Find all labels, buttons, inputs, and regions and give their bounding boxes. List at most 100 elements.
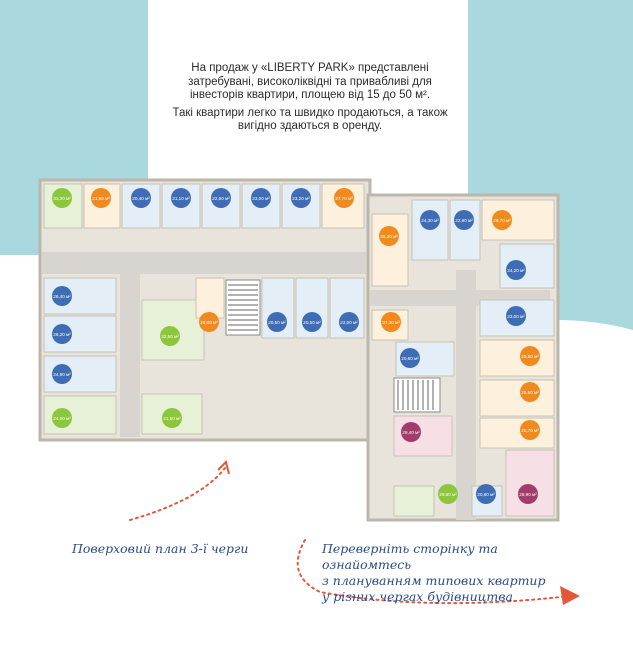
apartment-area-circle bbox=[52, 324, 72, 344]
intro-paragraph-2: Такі квартири легко та швидко продаються… bbox=[172, 106, 448, 133]
apartment-area-badge: 24,90 м² bbox=[52, 364, 72, 384]
apartment-area-circle bbox=[379, 226, 399, 246]
apartment-area-badge: 24,50 м² bbox=[52, 408, 72, 428]
apartment-area-badge: 20,60 м² bbox=[400, 348, 420, 368]
apartment-area-circle bbox=[438, 484, 458, 504]
apartment-area-label: 23,00 м² bbox=[507, 314, 525, 319]
apartment-area-badge: 36,20 м² bbox=[379, 226, 399, 246]
apartment-area-badge: 37,30 м² bbox=[381, 312, 401, 332]
staircase-right bbox=[393, 377, 441, 413]
apartment-area-label: 28,00 м² bbox=[200, 320, 218, 325]
corridor-left-vertical bbox=[120, 272, 140, 437]
apartment-area-circle bbox=[251, 188, 271, 208]
apartment-area-circle bbox=[476, 484, 496, 504]
apartment-area-circle bbox=[199, 312, 219, 332]
apartment-area-circle bbox=[334, 188, 354, 208]
rooms-right-wing bbox=[371, 199, 555, 517]
apartment-area-label: 25,50 м² bbox=[521, 390, 539, 395]
staircase-left bbox=[225, 279, 261, 336]
apartment-area-badge: 29,40 м² bbox=[401, 422, 421, 442]
apartment-area-badge: 28,90 м² bbox=[518, 484, 538, 504]
apartment-area-badge: 23,20 м² bbox=[291, 188, 311, 208]
apartment-area-badge: 22,60 м² bbox=[211, 188, 231, 208]
apartment-area-circle bbox=[291, 188, 311, 208]
apartment-area-circle bbox=[52, 408, 72, 428]
apartment-area-circle bbox=[52, 364, 72, 384]
apartment-area-label: 20,50 м² bbox=[268, 320, 286, 325]
apartment-area-label: 22,80 м² bbox=[455, 218, 473, 223]
apartment-area-label: 20,60 м² bbox=[401, 356, 419, 361]
apartment-area-circle bbox=[131, 188, 151, 208]
apartment-area-circle bbox=[520, 420, 540, 440]
turn-page-line-1: Переверніть сторінку та ознайомтесь bbox=[322, 541, 498, 572]
apartment-area-label: 33,30 м² bbox=[53, 196, 71, 201]
apartment-area-label: 20,50 м² bbox=[303, 320, 321, 325]
apartment-area-label: 29,50 м² bbox=[521, 354, 539, 359]
apartment-area-badge: 20,40 м² bbox=[131, 188, 151, 208]
apartment-area-circle bbox=[162, 408, 182, 428]
apartment-area-badge: 24,20 м² bbox=[506, 260, 526, 280]
apartment-area-circle bbox=[518, 484, 538, 504]
apartment-area-label: 28,90 м² bbox=[519, 492, 537, 497]
apartment-area-badge: 32,50 м² bbox=[160, 326, 180, 346]
apartment-area-circle bbox=[454, 210, 474, 230]
apartment-area-label: 21,90 м² bbox=[92, 196, 110, 201]
apartment-area-circle bbox=[381, 312, 401, 332]
apartment-area-label: 32,50 м² bbox=[161, 334, 179, 339]
intro-paragraph-1: На продаж у «LIBERTY PARK» представлені … bbox=[188, 62, 432, 101]
apartment-area-label: 20,70 м² bbox=[521, 428, 539, 433]
apartment-area-label: 29,40 м² bbox=[402, 430, 420, 435]
apartment-area-circle bbox=[506, 306, 526, 326]
apartment-area-circle bbox=[420, 210, 440, 230]
apartment-area-label: 29,70 м² bbox=[493, 218, 511, 223]
apartment-area-label: 36,20 м² bbox=[380, 234, 398, 239]
apartment-area-label: 21,50 м² bbox=[163, 416, 181, 421]
apartment-area-circle bbox=[91, 188, 111, 208]
apartment-area-badge: 24,30 м² bbox=[420, 210, 440, 230]
apartment-area-badge: 23,00 м² bbox=[251, 188, 271, 208]
apartment-area-label: 24,30 м² bbox=[421, 218, 439, 223]
apartment-area-badge: 23,00 м² bbox=[506, 306, 526, 326]
apartment-area-label: 22,00 м² bbox=[340, 320, 358, 325]
apartment-area-circle bbox=[506, 260, 526, 280]
apartment-area-circle bbox=[339, 312, 359, 332]
apartment-area-badge: 29,50 м² bbox=[520, 346, 540, 366]
corridor-right-vertical bbox=[456, 270, 476, 520]
apartment-area-label: 37,30 м² bbox=[382, 320, 400, 325]
apartment-area-label: 27,70 м² bbox=[335, 196, 353, 201]
apartment-area-circle bbox=[160, 326, 180, 346]
apartment-area-label: 20,80 м² bbox=[477, 492, 495, 497]
apartment-area-circle bbox=[400, 348, 420, 368]
floor-plan-caption: Поверховий план 3-ї черги bbox=[72, 541, 249, 556]
apartment-area-circle bbox=[401, 422, 421, 442]
apartment-area-badge: 20,50 м² bbox=[267, 312, 287, 332]
apartment-area-badge: 29,60 м² bbox=[438, 484, 458, 504]
apartment-area-label: 21,10 м² bbox=[172, 196, 190, 201]
apartment-area-label: 22,60 м² bbox=[212, 196, 230, 201]
apartment-area-badge: 22,00 м² bbox=[339, 312, 359, 332]
apartment-area-badge: 22,80 м² bbox=[454, 210, 474, 230]
apartment-area-badge: 21,90 м² bbox=[91, 188, 111, 208]
apartment-area-label: 24,50 м² bbox=[53, 416, 71, 421]
apartment-area-badge: 20,70 м² bbox=[520, 420, 540, 440]
apartment-area-circle bbox=[492, 210, 512, 230]
apartment-area-label: 23,00 м² bbox=[252, 196, 270, 201]
corridor-left-horizontal bbox=[42, 252, 366, 274]
apartment-area-badge: 28,40 м² bbox=[52, 286, 72, 306]
apartment-area-label: 24,20 м² bbox=[507, 268, 525, 273]
apartment-area-badge: 33,30 м² bbox=[52, 188, 72, 208]
apartment-area-badge: 28,00 м² bbox=[199, 312, 219, 332]
apartment-area-label: 23,20 м² bbox=[292, 196, 310, 201]
apartment-area-badge: 20,50 м² bbox=[302, 312, 322, 332]
arrow-right-path bbox=[296, 539, 571, 605]
apartment-area-circle bbox=[211, 188, 231, 208]
apartment-area-circle bbox=[520, 346, 540, 366]
apartment-area-label: 29,60 м² bbox=[439, 492, 457, 497]
apartment-area-badge: 20,80 м² bbox=[476, 484, 496, 504]
intro-text: На продаж у «LIBERTY PARK» представлені … bbox=[160, 62, 460, 138]
apartment-area-badge: 21,50 м² bbox=[162, 408, 182, 428]
apartment-area-label: 28,40 м² bbox=[53, 294, 71, 299]
